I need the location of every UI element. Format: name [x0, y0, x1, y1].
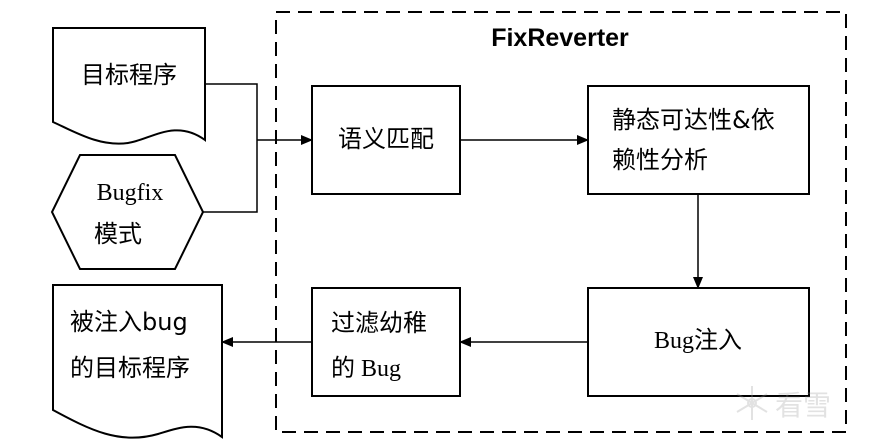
fixreverter-container: [275, 11, 847, 433]
semantic-match-box: [311, 85, 461, 195]
output-label-line2: 的目标程序: [70, 354, 190, 382]
analysis-label-line2: 赖性分析: [612, 146, 708, 174]
watermark: 看雪: [736, 386, 831, 422]
snowflake-icon: [736, 386, 768, 420]
filter-box: [311, 287, 461, 397]
semantic-match-label: 语义匹配: [338, 125, 434, 153]
bugfix-label-line1: Bugfix: [97, 180, 164, 206]
bugfix-pattern-hexagon: [50, 154, 205, 270]
analysis-box: [587, 85, 810, 195]
connector-bugfix-pattern: [203, 140, 258, 213]
fixreverter-title: FixReverter: [491, 24, 629, 52]
bug-inject-label: Bug注入: [654, 327, 742, 354]
filter-label-line1: 过滤幼稚: [331, 309, 427, 337]
filter-label-line2: 的 Bug: [331, 355, 401, 382]
output-label-line1: 被注入bug: [70, 308, 188, 336]
analysis-label-line1: 静态可达性&依: [612, 106, 775, 134]
target-program-label: 目标程序: [81, 61, 177, 89]
watermark-text: 看雪: [775, 389, 831, 422]
bugfix-label-line2: 模式: [94, 220, 142, 248]
connector-target-program: [205, 83, 258, 140]
target-program-document: [52, 27, 206, 145]
output-program-document: [52, 284, 223, 439]
